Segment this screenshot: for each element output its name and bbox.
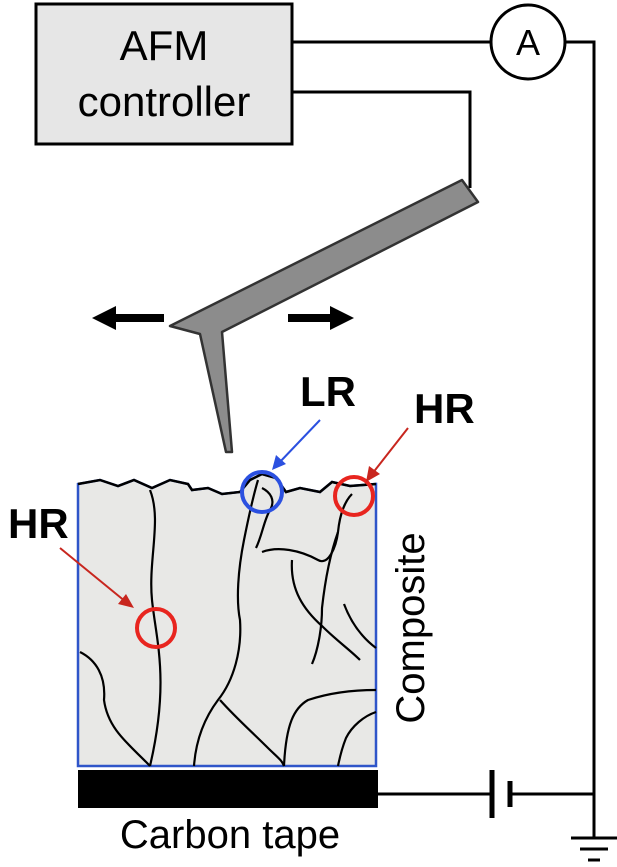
hr-label-top: HR xyxy=(414,385,475,432)
carbon-tape xyxy=(78,770,378,808)
scan-arrows xyxy=(92,306,354,330)
battery-icon xyxy=(489,770,513,818)
lr-marker-circle xyxy=(240,470,284,514)
controller-label-line2: controller xyxy=(78,78,251,125)
lr-label: LR xyxy=(300,368,356,415)
ground-icon xyxy=(571,836,617,862)
composite-body xyxy=(76,472,378,768)
circuit-wires xyxy=(292,40,596,838)
pointer-arrows xyxy=(59,419,409,608)
arrow-right-icon xyxy=(288,306,354,330)
composite-surface xyxy=(77,472,377,496)
carbon-tape-label: Carbon tape xyxy=(120,813,340,857)
ammeter: A xyxy=(489,3,567,81)
composite-sample xyxy=(76,472,378,768)
hr-marker-circle-left xyxy=(135,607,177,649)
ammeter-symbol: A xyxy=(516,22,540,63)
lr-pointer-arrow xyxy=(272,419,321,470)
controller-label-line1: AFM xyxy=(120,22,209,69)
hr-label-left: HR xyxy=(8,500,69,547)
cantilever-tip xyxy=(168,178,480,454)
composite-cracks xyxy=(79,479,377,767)
controller-box xyxy=(34,2,294,146)
composite-label: Composite xyxy=(389,532,433,723)
arrow-left-icon xyxy=(92,306,164,330)
hr-left-pointer-arrow xyxy=(59,547,134,608)
wire-controller-to-cantilever xyxy=(292,90,472,188)
hr-marker-circle-top xyxy=(333,475,375,517)
ammeter-circle xyxy=(489,3,567,81)
wire-ammeter-to-ground xyxy=(566,40,596,838)
afm-controller: AFM controller xyxy=(34,2,294,146)
resistance-markers xyxy=(135,470,375,649)
hr-top-pointer-arrow xyxy=(366,427,409,482)
